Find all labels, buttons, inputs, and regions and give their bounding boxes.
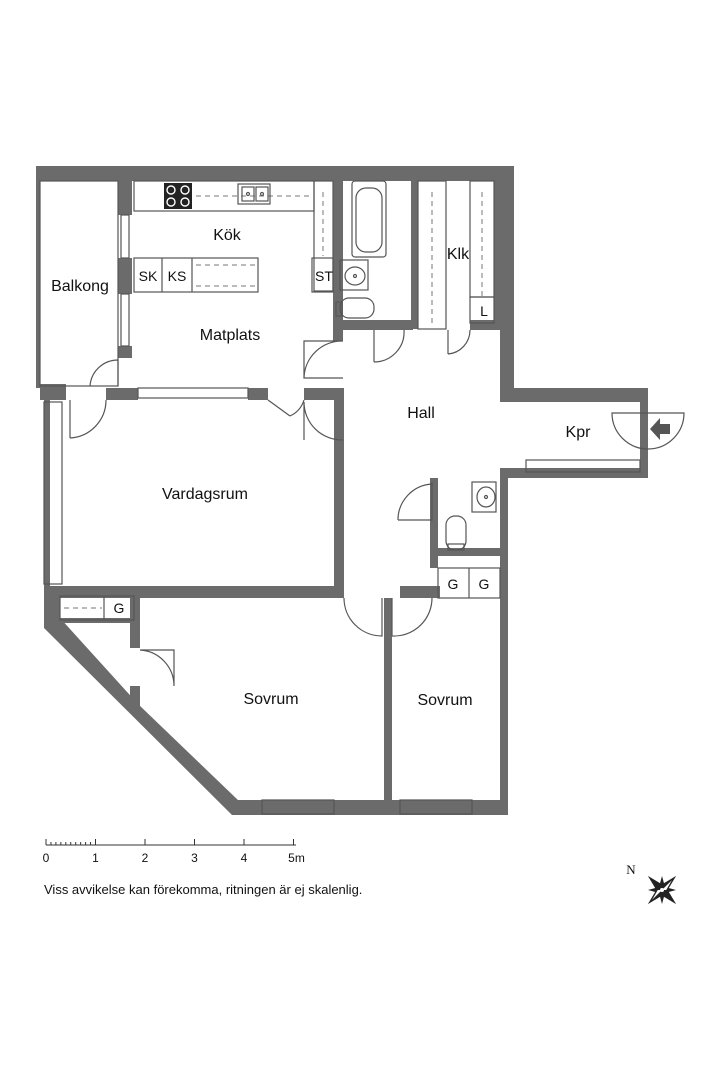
- room-label-sovrum-2: Sovrum: [417, 692, 472, 709]
- wc-sink-icon: [476, 486, 496, 508]
- fixture-label-st: ST: [315, 268, 333, 284]
- fixture-labels: SK KS ST L G G G: [114, 268, 490, 616]
- fixture-label-g-2: G: [448, 576, 459, 592]
- disclaimer-text: Viss avvikelse kan förekomma, ritningen …: [44, 882, 363, 897]
- fixture-label-g-1: G: [114, 600, 125, 616]
- stove-icon: [164, 183, 192, 209]
- kitchen-sink-icon: [237, 183, 271, 205]
- room-label-kok: Kök: [213, 227, 242, 244]
- fixture-lines: [39, 180, 641, 815]
- wc-toilet-icon: [447, 543, 465, 551]
- scale-bar: 0 1 2 3 4 5m: [43, 839, 305, 865]
- scale-tick-label: 1: [92, 851, 99, 865]
- walls: [36, 166, 648, 815]
- scale-tick-label: 5m: [288, 851, 305, 865]
- doors: [69, 329, 685, 687]
- room-label-kpr: Kpr: [566, 424, 592, 441]
- room-label-klk: Klk: [447, 246, 470, 263]
- room-label-vardagsrum: Vardagsrum: [162, 486, 248, 503]
- room-label-matplats: Matplats: [200, 327, 260, 344]
- compass-north-label: N: [626, 862, 636, 877]
- room-label-sovrum-1: Sovrum: [243, 691, 298, 708]
- fixture-label-sk: SK: [139, 268, 158, 284]
- compass-rose-icon: [647, 875, 677, 905]
- bathroom-toilet-icon: [335, 301, 343, 317]
- fixture-label-l: L: [480, 303, 488, 319]
- fixture-label-g-3: G: [479, 576, 490, 592]
- scale-tick-label: 0: [43, 851, 50, 865]
- room-labels: Kök Balkong Matplats Vardagsrum Hall Klk…: [51, 227, 591, 709]
- scale-tick-label: 2: [142, 851, 149, 865]
- room-label-balkong: Balkong: [51, 278, 109, 295]
- scale-tick-label: 3: [191, 851, 198, 865]
- scale-tick-label: 4: [241, 851, 248, 865]
- room-label-hall: Hall: [407, 405, 435, 422]
- bathroom-sink-icon: [344, 266, 366, 286]
- fixture-label-ks: KS: [168, 268, 187, 284]
- entrance-arrow-icon: [650, 418, 670, 440]
